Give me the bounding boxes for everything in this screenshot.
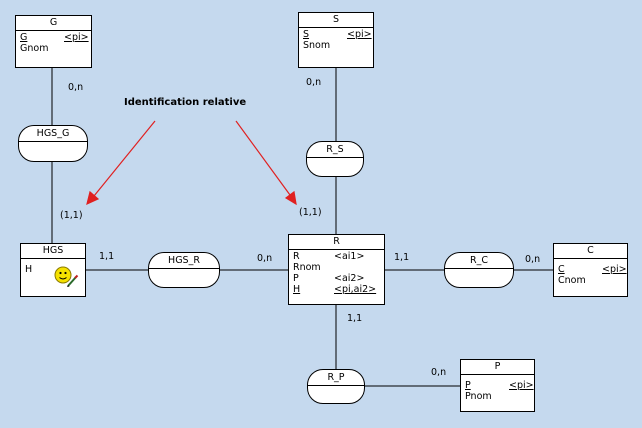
annotation-identification-relative: Identification relative: [124, 97, 247, 108]
entity-r-attr-1-name: R: [293, 251, 300, 262]
cardinality-g-hgs-g: 0,n: [68, 82, 84, 93]
entity-c-attr-1-name: C: [558, 264, 565, 275]
entity-r-attr-3-tag: <ai2>: [334, 273, 365, 284]
association-hgs-g-title: HGS_G: [19, 126, 87, 142]
entity-r-title: R: [289, 235, 384, 250]
cardinality-r-r-s: (1,1): [299, 207, 322, 218]
entity-s-attr-2: Snom: [303, 40, 373, 51]
association-hgs-g[interactable]: HGS_G: [18, 125, 88, 162]
entity-c-attr-1-tag: <pi>: [602, 264, 627, 275]
entity-r-attr-2-name: Rnom: [293, 262, 321, 273]
entity-c-attr-2: Cnom: [558, 275, 627, 286]
entity-p-attr-2-name: Pnom: [465, 391, 492, 402]
cardinality-hgs-hgs-r: 1,1: [99, 251, 115, 262]
association-r-s-title: R_S: [307, 142, 363, 158]
annotation-arrowhead-right: [284, 190, 297, 206]
entity-r[interactable]: R R <ai1> Rnom P <ai2> H <pi,ai2>: [288, 234, 385, 305]
entity-hgs-attr-1: H: [25, 264, 85, 275]
cardinality-r-r-p: 1,1: [347, 313, 363, 324]
entity-p-title: P: [461, 360, 534, 375]
entity-c[interactable]: C C <pi> Cnom: [553, 243, 628, 297]
entity-c-attr-1: C <pi>: [558, 264, 627, 275]
cardinality-r-r-c: 1,1: [394, 252, 410, 263]
entity-g-attr-2: Gnom: [20, 43, 91, 54]
association-hgs-r-title: HGS_R: [149, 253, 219, 269]
entity-r-attr-1: R <ai1>: [293, 251, 384, 262]
entity-s-attr-1-name: S: [303, 29, 310, 40]
entity-r-attr-3-name: P: [293, 273, 299, 284]
association-r-s[interactable]: R_S: [306, 141, 364, 177]
entity-c-attr-2-name: Cnom: [558, 275, 586, 286]
entity-s-title: S: [299, 13, 373, 28]
entity-r-attr-1-tag: <ai1>: [334, 251, 365, 262]
entity-g-attr-1-name: G: [20, 32, 28, 43]
cardinality-c-r-c: 0,n: [525, 254, 541, 265]
annotation-arrow-left: [93, 120, 156, 197]
annotation-arrowhead-left: [86, 190, 100, 206]
entity-s[interactable]: S S <pi> Snom: [298, 12, 374, 68]
entity-g-attr-2-name: Gnom: [20, 43, 49, 54]
entity-r-attr-4-tag: <pi,ai2>: [334, 284, 377, 295]
association-r-p-title: R_P: [308, 370, 364, 386]
entity-s-attr-1-tag: <pi>: [347, 29, 372, 40]
cardinality-p-r-p: 0,n: [431, 367, 447, 378]
association-r-p[interactable]: R_P: [307, 369, 365, 404]
entity-p-attr-1-tag: <pi>: [509, 380, 534, 391]
entity-s-attr-2-name: Snom: [303, 40, 331, 51]
entity-s-attr-1: S <pi>: [303, 29, 373, 40]
entity-c-title: C: [554, 244, 627, 259]
annotation-arrow-right: [235, 120, 291, 196]
entity-g[interactable]: G G <pi> Gnom: [15, 15, 92, 68]
cardinality-hgs-hgs-g: (1,1): [60, 210, 83, 221]
entity-g-attr-1: G <pi>: [20, 32, 91, 43]
entity-r-attr-2: Rnom: [293, 262, 384, 273]
cardinality-s-r-s: 0,n: [306, 77, 322, 88]
entity-p-attr-2: Pnom: [465, 391, 534, 402]
cardinality-r-hgs-r: 0,n: [257, 253, 273, 264]
entity-p-attr-1: P <pi>: [465, 380, 534, 391]
entity-p-attr-1-name: P: [465, 380, 471, 391]
smiley-pen-icon: [54, 266, 79, 287]
entity-r-attr-3: P <ai2>: [293, 273, 384, 284]
entity-g-attr-1-tag: <pi>: [64, 32, 89, 43]
entity-hgs-title: HGS: [21, 244, 85, 259]
association-r-c[interactable]: R_C: [444, 252, 514, 288]
entity-hgs[interactable]: HGS H: [20, 243, 86, 297]
association-r-c-title: R_C: [445, 253, 513, 269]
entity-r-attr-4-name: H: [293, 284, 301, 295]
entity-p[interactable]: P P <pi> Pnom: [460, 359, 535, 412]
entity-hgs-attr-1-name: H: [25, 264, 33, 275]
association-hgs-r[interactable]: HGS_R: [148, 252, 220, 288]
entity-r-attr-4: H <pi,ai2>: [293, 284, 384, 295]
entity-g-title: G: [16, 16, 91, 31]
